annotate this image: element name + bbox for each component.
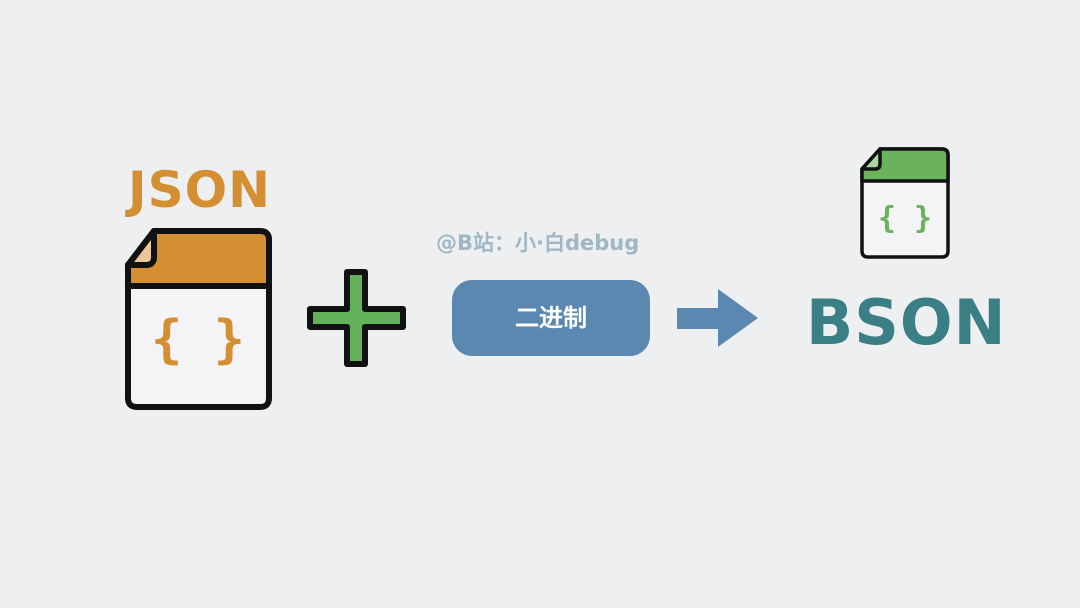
bson-brace-glyph: { } <box>878 201 932 236</box>
arrow-right-icon <box>677 289 758 347</box>
json-file-icon: { } <box>125 228 272 410</box>
bson-title: BSON <box>806 286 1007 359</box>
json-title: JSON <box>128 161 271 219</box>
binary-label-pill: 二进制 <box>452 280 650 356</box>
bson-file-icon: { } <box>860 147 950 259</box>
json-brace-glyph: { } <box>151 310 245 370</box>
plus-icon <box>307 269 406 367</box>
watermark-text: @B站：小·白debug <box>436 231 640 255</box>
